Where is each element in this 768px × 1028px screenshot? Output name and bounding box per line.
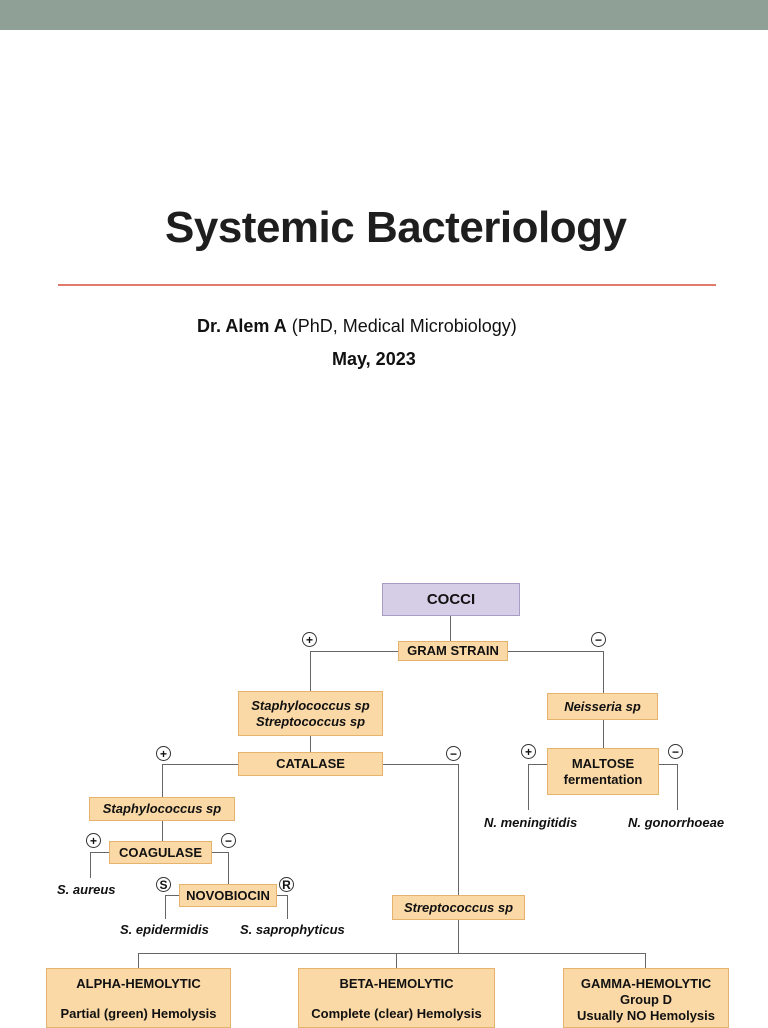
node-maltose: MALTOSE fermentation — [547, 748, 659, 795]
connector — [659, 764, 678, 765]
author-name: Dr. Alem A — [197, 316, 287, 336]
node-alpha-hemolytic: ALPHA-HEMOLYTIC Partial (green) Hemolysi… — [46, 968, 231, 1028]
title-divider — [58, 284, 716, 286]
node-maltose-line2: fermentation — [563, 771, 643, 787]
connector — [310, 651, 399, 652]
connector — [287, 895, 288, 919]
positive-sign-icon: + — [86, 833, 101, 848]
leaf-s-aureus: S. aureus — [57, 882, 116, 897]
connector — [508, 651, 604, 652]
node-gamma-hemolytic: GAMMA-HEMOLYTIC Group D Usually NO Hemol… — [563, 968, 729, 1028]
connector — [458, 920, 459, 954]
beta-title: BETA-HEMOLYTIC — [339, 976, 454, 991]
alpha-title: ALPHA-HEMOLYTIC — [76, 976, 201, 991]
node-novobiocin: NOVOBIOCIN — [179, 884, 277, 907]
leaf-n-gonorrhoeae: N. gonorrhoeae — [628, 815, 725, 830]
node-staph-strep: Staphylococcus sp Streptococcus sp — [238, 691, 383, 736]
resistant-sign-icon: R — [279, 877, 294, 892]
negative-sign-icon: − — [591, 632, 606, 647]
node-beta-hemolytic: BETA-HEMOLYTIC Complete (clear) Hemolysi… — [298, 968, 495, 1028]
connector — [162, 764, 163, 798]
connector — [138, 953, 139, 968]
node-gram-strain: GRAM STRAIN — [398, 641, 508, 661]
author-line: Dr. Alem A (PhD, Medical Microbiology) — [197, 316, 517, 337]
positive-sign-icon: + — [156, 746, 171, 761]
leaf-n-meningitidis: N. meningitidis — [484, 815, 578, 830]
slide-date: May, 2023 — [332, 349, 416, 369]
connector — [162, 821, 163, 841]
connector — [310, 651, 311, 691]
connector — [528, 764, 529, 810]
node-staph-strep-line1: Staphylococcus sp — [251, 697, 370, 713]
connector — [382, 764, 459, 765]
leaf-s-saprophyticus: S. saprophyticus — [240, 922, 345, 937]
connector — [228, 852, 229, 886]
beta-desc: Complete (clear) Hemolysis — [311, 1006, 482, 1021]
connector — [458, 764, 459, 895]
positive-sign-icon: + — [302, 632, 317, 647]
connector — [603, 720, 604, 748]
slide-top-bar — [0, 0, 768, 30]
connector — [90, 852, 109, 853]
connector — [450, 615, 451, 641]
node-coagulase: COAGULASE — [109, 841, 212, 864]
node-streptococcus: Streptococcus sp — [392, 895, 525, 920]
node-maltose-line1: MALTOSE — [571, 755, 635, 771]
negative-sign-icon: − — [221, 833, 236, 848]
connector — [677, 764, 678, 810]
connector — [603, 651, 604, 693]
positive-sign-icon: + — [521, 744, 536, 759]
alpha-desc: Partial (green) Hemolysis — [60, 1006, 217, 1021]
connector — [276, 895, 288, 896]
node-staphylococcus: Staphylococcus sp — [89, 797, 235, 821]
negative-sign-icon: − — [446, 746, 461, 761]
slide-title: Systemic Bacteriology — [165, 203, 627, 252]
gamma-title: GAMMA-HEMOLYTIC — [580, 976, 712, 991]
sensitive-sign-icon: S — [156, 877, 171, 892]
leaf-s-epidermidis: S. epidermidis — [120, 922, 209, 937]
connector — [310, 736, 311, 752]
connector — [138, 953, 646, 954]
node-catalase: CATALASE — [238, 752, 383, 776]
connector — [645, 953, 646, 968]
negative-sign-icon: − — [668, 744, 683, 759]
author-credentials: (PhD, Medical Microbiology) — [291, 316, 517, 336]
node-cocci: COCCI — [382, 583, 520, 616]
node-neisseria: Neisseria sp — [547, 693, 658, 720]
connector — [165, 895, 166, 919]
connector — [90, 852, 91, 878]
connector — [396, 953, 397, 968]
connector — [162, 764, 238, 765]
connector — [212, 852, 229, 853]
connector — [165, 895, 179, 896]
node-staph-strep-line2: Streptococcus sp — [255, 713, 366, 729]
gamma-group: Group D — [620, 992, 672, 1007]
connector — [528, 764, 547, 765]
gamma-desc: Usually NO Hemolysis — [577, 1008, 715, 1023]
